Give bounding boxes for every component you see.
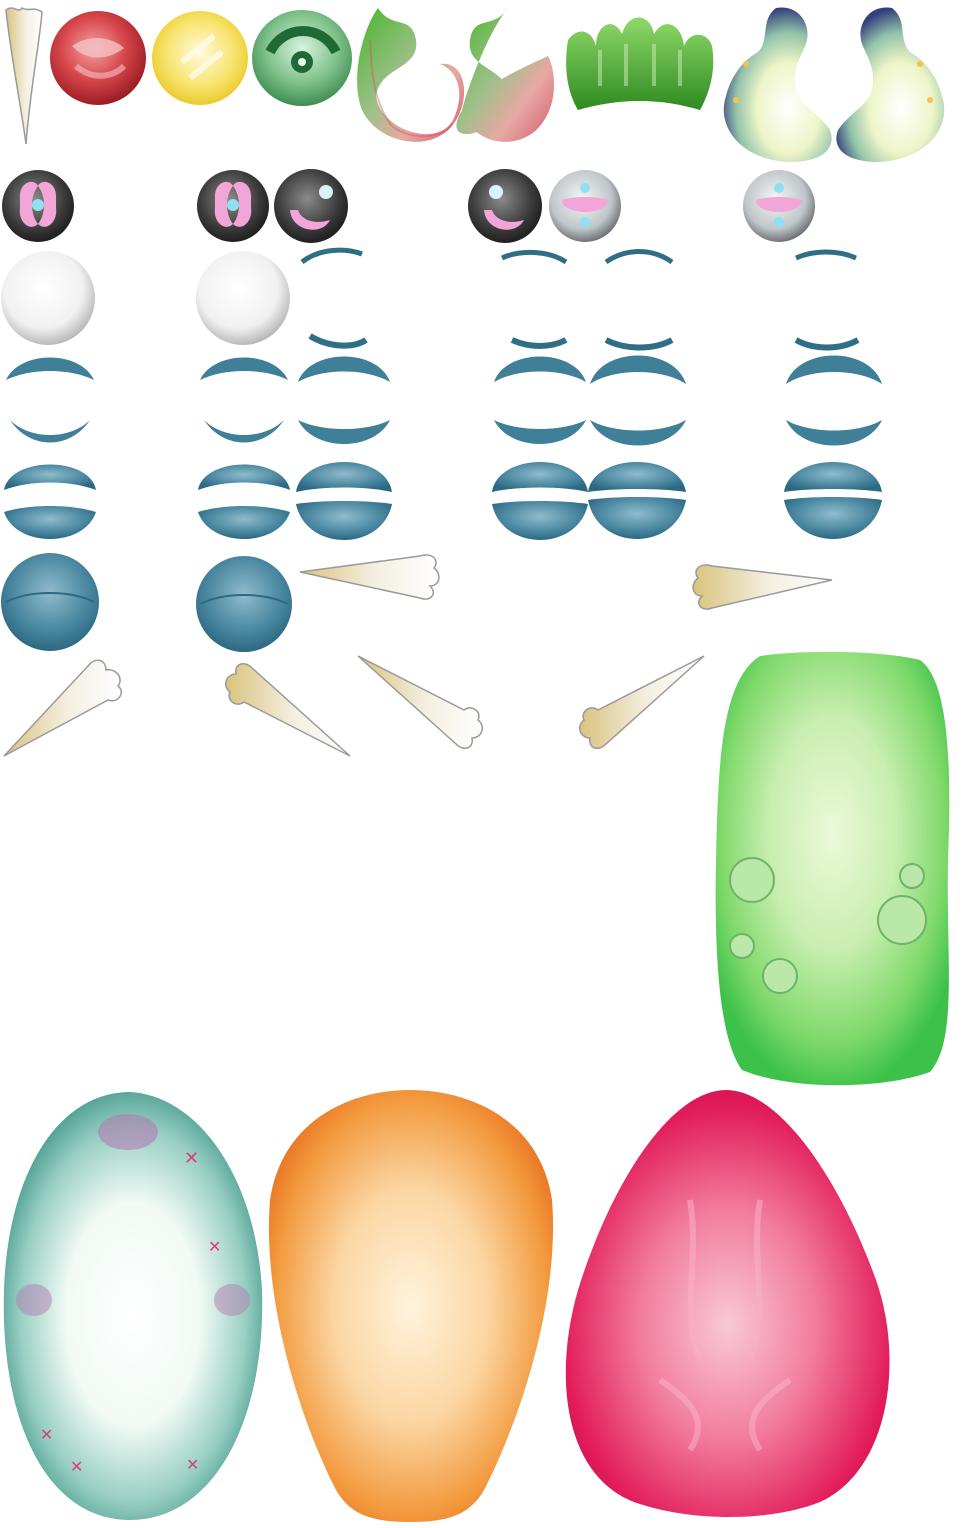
eyeball-white [1, 251, 95, 345]
eyelid-half [786, 355, 882, 446]
svg-text:✕: ✕ [184, 1148, 199, 1169]
green-gem-icon [252, 10, 352, 106]
eyelid-half [298, 356, 390, 444]
eyeball-white [196, 251, 290, 345]
pupil-icon [743, 170, 815, 242]
teal-body: ✕ ✕ ✕ ✕ ✕ [3, 1092, 263, 1520]
eyelid-closing [588, 462, 686, 539]
eyelid-closing [198, 464, 290, 539]
horn-right-icon [456, 8, 555, 142]
claw-icon [299, 554, 440, 600]
claw-icon [357, 655, 483, 749]
green-crown-icon [566, 17, 714, 110]
red-gem-icon [50, 11, 146, 105]
eyelid-half [200, 357, 288, 443]
pupil-icon [274, 169, 348, 243]
eyelid-half [590, 355, 686, 446]
pupil-icon [468, 169, 542, 243]
claw-icon [692, 564, 833, 610]
claw-icon [3, 659, 122, 757]
eyelid-half [494, 356, 586, 444]
ear-left-icon [723, 7, 832, 163]
claw-icon [579, 655, 705, 749]
eyelid-closed [196, 556, 292, 652]
eyelid-closing [784, 462, 882, 539]
eye-frames [1, 247, 882, 652]
eyelid-closing [296, 462, 392, 540]
claws [3, 554, 833, 757]
green-body [715, 651, 950, 1086]
tooth-icon [5, 6, 43, 145]
eye-pupils-row [2, 169, 815, 243]
eyelid-closed [1, 553, 99, 651]
claw-icon [225, 663, 351, 757]
pink-body [565, 1090, 890, 1517]
svg-text:✕: ✕ [186, 1455, 199, 1474]
yellow-gem-icon [152, 11, 248, 105]
svg-text:✕: ✕ [70, 1457, 83, 1476]
eyelid-closing [492, 462, 588, 540]
horn-left-icon [357, 8, 465, 142]
orange-body [268, 1090, 554, 1522]
svg-text:✕: ✕ [208, 1237, 221, 1256]
pupil-icon [2, 170, 74, 242]
eyelid-closing [4, 464, 96, 539]
svg-text:✕: ✕ [40, 1425, 53, 1444]
pupil-icon [549, 170, 621, 242]
eyelid-half [6, 357, 94, 443]
pupil-icon [197, 170, 269, 242]
ear-right-icon [836, 7, 945, 163]
